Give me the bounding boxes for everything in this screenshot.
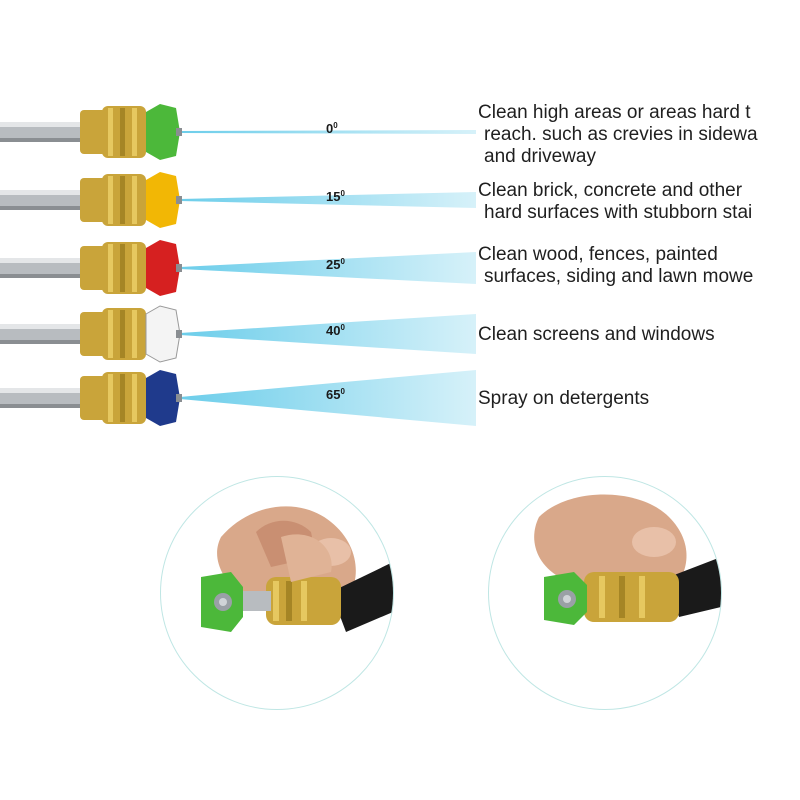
spray-cone [180,192,476,208]
angle-unit: 0 [340,257,345,266]
angle-value: 15 [326,189,341,204]
description-line: Spray on detergents [478,388,650,409]
spray-angle-label: 250 [326,257,345,272]
angle-value: 65 [326,387,341,402]
angle-value: 40 [326,323,341,338]
spray-cone [180,370,476,426]
black-nozzle-icon [0,370,182,426]
spray-angle-label: 150 [326,189,345,204]
spray-cone [180,252,476,284]
nozzle-description: Clean screens and windows [478,324,715,346]
spray-cone [180,314,476,354]
angle-value: 25 [326,257,341,272]
nozzle-description: Spray on detergents [478,388,649,410]
spray-angle-label: 400 [326,323,345,338]
nozzle-connected-photo [488,476,722,710]
spray-angle-label: 00 [326,121,338,136]
description-line: reach. such as crevies in sidewa [484,124,758,145]
spray-angle-label: 650 [326,387,345,402]
nozzle-insert-photo [160,476,394,710]
description-line: Clean wood, fences, painted [478,244,718,265]
angle-unit: 0 [340,323,345,332]
angle-value: 0 [326,121,334,136]
nozzle-row: 400 Clean screens and windows [0,298,800,378]
description-line: Clean screens and windows [478,324,715,345]
yellow-nozzle-icon [0,172,182,228]
description-line: surfaces, siding and lawn mowe [484,266,754,287]
hand-inserting-green-nozzle-photo [201,506,393,632]
description-line: Clean brick, concrete and other [478,180,743,201]
angle-unit: 0 [340,189,345,198]
angle-unit: 0 [340,387,345,396]
description-line: and driveway [484,146,596,167]
nozzle-row: 650 Spray on detergents [0,362,800,442]
spray-cone [180,130,476,134]
hand-holding-connected-nozzle-photo [534,494,721,625]
red-nozzle-icon [0,240,182,296]
description-line: hard surfaces with stubborn stai [484,202,753,223]
angle-unit: 0 [333,121,338,130]
green-nozzle-icon [0,104,182,160]
white-nozzle-icon [0,305,182,363]
description-line: Clean high areas or areas hard t [478,102,751,123]
